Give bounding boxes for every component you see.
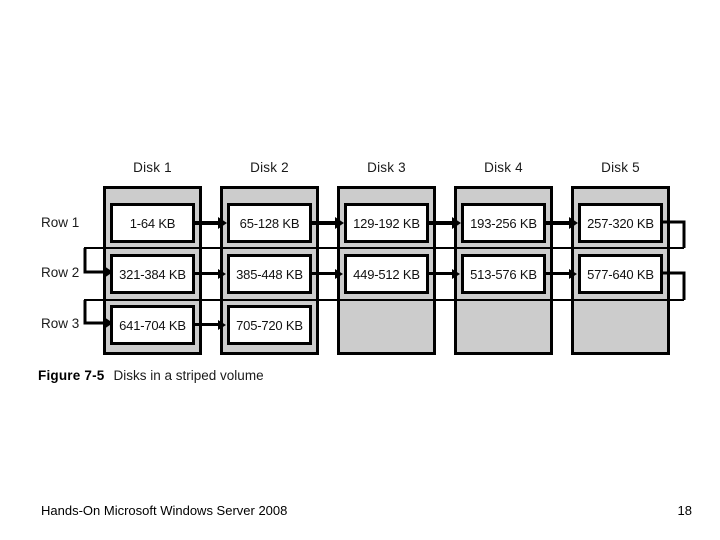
stripe-cell-r1c3: 129-192 KB	[344, 203, 429, 243]
stripe-cell-r2c4: 513-576 KB	[461, 254, 546, 294]
wrap-out-connector-row2	[663, 271, 686, 300]
stripe-cell-r3c2: 705-720 KB	[227, 305, 312, 345]
row-label-1: Row 1	[41, 215, 80, 230]
disk-header-2: Disk 2	[250, 160, 289, 175]
disk-header-1: Disk 1	[133, 160, 172, 175]
slide-footer-text: Hands-On Microsoft Windows Server 2008	[41, 503, 288, 518]
flow-arrow-r1-c2-c3	[312, 217, 344, 229]
stripe-cell-r2c3: 449-512 KB	[344, 254, 429, 294]
slide-page-number: 18	[677, 503, 692, 518]
stripe-cell-r2c2: 385-448 KB	[227, 254, 312, 294]
wrap-out-connector-row1	[663, 220, 686, 248]
striped-volume-figure: Disk 1 Disk 2 Disk 3 Disk 4 Disk 5 Row 1…	[41, 160, 686, 355]
figure-caption-text: Disks in a striped volume	[113, 368, 264, 383]
flow-arrow-r1-c1-c2	[195, 217, 227, 229]
disk-header-5: Disk 5	[601, 160, 640, 175]
stripe-cell-r1c2: 65-128 KB	[227, 203, 312, 243]
disk-header-4: Disk 4	[484, 160, 523, 175]
flow-arrow-r2-c2-c3	[312, 268, 343, 279]
flow-arrow-r1-c4-c5	[546, 217, 578, 229]
flow-arrow-r1-c3-c4	[429, 217, 461, 229]
flow-arrow-r3-c1-c2	[195, 319, 226, 330]
row-label-2: Row 2	[41, 265, 80, 280]
row-label-3: Row 3	[41, 316, 80, 331]
wrap-in-connector-row2	[83, 248, 104, 274]
disk-header-3: Disk 3	[367, 160, 406, 175]
flow-arrow-r2-c1-c2	[195, 268, 226, 279]
row-separator-2	[84, 299, 684, 301]
flow-arrow-r2-c4-c5	[546, 268, 577, 279]
row-separator-1	[84, 247, 684, 249]
stripe-cell-r2c5: 577-640 KB	[578, 254, 663, 294]
flow-arrow-r2-c3-c4	[429, 268, 460, 279]
wrap-in-connector-row3	[83, 300, 104, 325]
wrap-connectors	[83, 220, 686, 329]
wrap-in-arrowhead-row2	[104, 266, 113, 278]
stripe-cell-r2c1: 321-384 KB	[110, 254, 195, 294]
stripe-cell-r1c1: 1-64 KB	[110, 203, 195, 243]
stripe-cell-r1c4: 193-256 KB	[461, 203, 546, 243]
figure-number: Figure 7-5	[38, 368, 105, 383]
stripe-cell-r1c5: 257-320 KB	[578, 203, 663, 243]
wrap-in-arrowhead-row3	[104, 317, 113, 329]
figure-caption: Figure 7-5 Disks in a striped volume	[38, 368, 264, 383]
stripe-cell-r3c1: 641-704 KB	[110, 305, 195, 345]
